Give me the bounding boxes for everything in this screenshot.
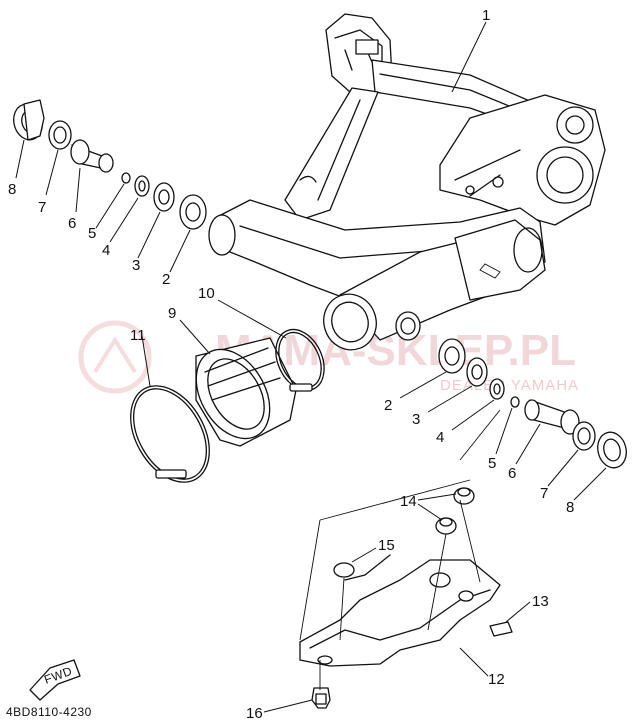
- callout-10: 10: [198, 285, 215, 302]
- callout-3-right: 3: [412, 411, 420, 428]
- swingarm-frame: [208, 13, 606, 351]
- grommets: [435, 487, 475, 535]
- callout-14: 14: [400, 493, 417, 510]
- callout-1: 1: [482, 7, 490, 24]
- callout-6-left: 6: [68, 215, 76, 232]
- callout-2-left: 2: [162, 271, 170, 288]
- callout-16: 16: [246, 705, 263, 722]
- cap: [333, 562, 355, 578]
- clamp-small: [275, 328, 325, 392]
- callout-6-right: 6: [508, 465, 516, 482]
- part-code: 4BD8110-4230: [6, 705, 92, 719]
- callout-11: 11: [130, 327, 146, 344]
- bolt: [311, 687, 331, 709]
- callout-5-left: 5: [88, 225, 96, 242]
- callout-7-right: 7: [540, 485, 548, 502]
- callout-9: 9: [168, 305, 176, 322]
- callout-8-right: 8: [566, 499, 574, 516]
- fwd-arrow: FWD: [29, 659, 81, 701]
- pivot-boot: [195, 337, 297, 447]
- watermark-subtitle: DEALER YAMAHA: [440, 377, 579, 394]
- callout-labels: 1 2 3 4 5 6 7 8 9 10 11 12 13 14 15 16 2…: [8, 7, 574, 722]
- callout-2-right: 2: [384, 397, 392, 414]
- callout-4-left: 4: [102, 242, 110, 259]
- callout-7-left: 7: [38, 199, 46, 216]
- callout-8-left: 8: [8, 181, 16, 198]
- clamp-large: [130, 385, 210, 483]
- chain-cover: [299, 554, 501, 667]
- callout-4-right: 4: [436, 429, 444, 446]
- right-bearing-set: [438, 338, 627, 469]
- callout-12: 12: [488, 671, 505, 688]
- left-bearing-set: [13, 99, 207, 230]
- callout-13: 13: [532, 593, 549, 610]
- leader-lines: [15, 21, 607, 713]
- pad: [489, 621, 513, 637]
- callout-5-right: 5: [488, 455, 496, 472]
- callout-3-left: 3: [132, 257, 140, 274]
- callout-15: 15: [378, 537, 395, 554]
